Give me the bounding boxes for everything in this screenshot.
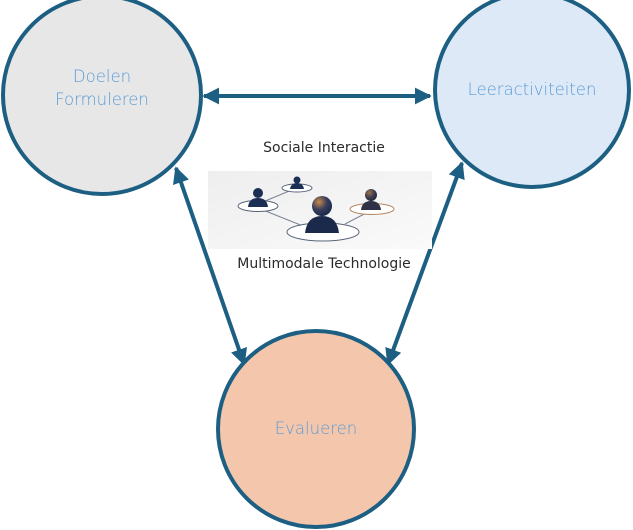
node-leeractiviteiten: Leeractiviteiten (433, 0, 631, 189)
social-interaction-label: Sociale Interactie (263, 140, 385, 156)
node-label-line2: Formuleren (55, 90, 149, 109)
node-label: Evalueren (275, 419, 358, 438)
node-label-line1: Doelen (73, 67, 131, 86)
multimodal-technology-label: Multimodale Technologie (237, 256, 410, 272)
node-label: Leeractiviteiten (468, 80, 597, 99)
social-network-people-icon (208, 171, 432, 249)
arrow-goals-evaluate (173, 166, 247, 366)
arrow-activities-evaluate (385, 161, 465, 366)
node-doelen-formuleren: Doelen Formuleren (1, 0, 203, 196)
node-evalueren: Evalueren (216, 329, 416, 529)
